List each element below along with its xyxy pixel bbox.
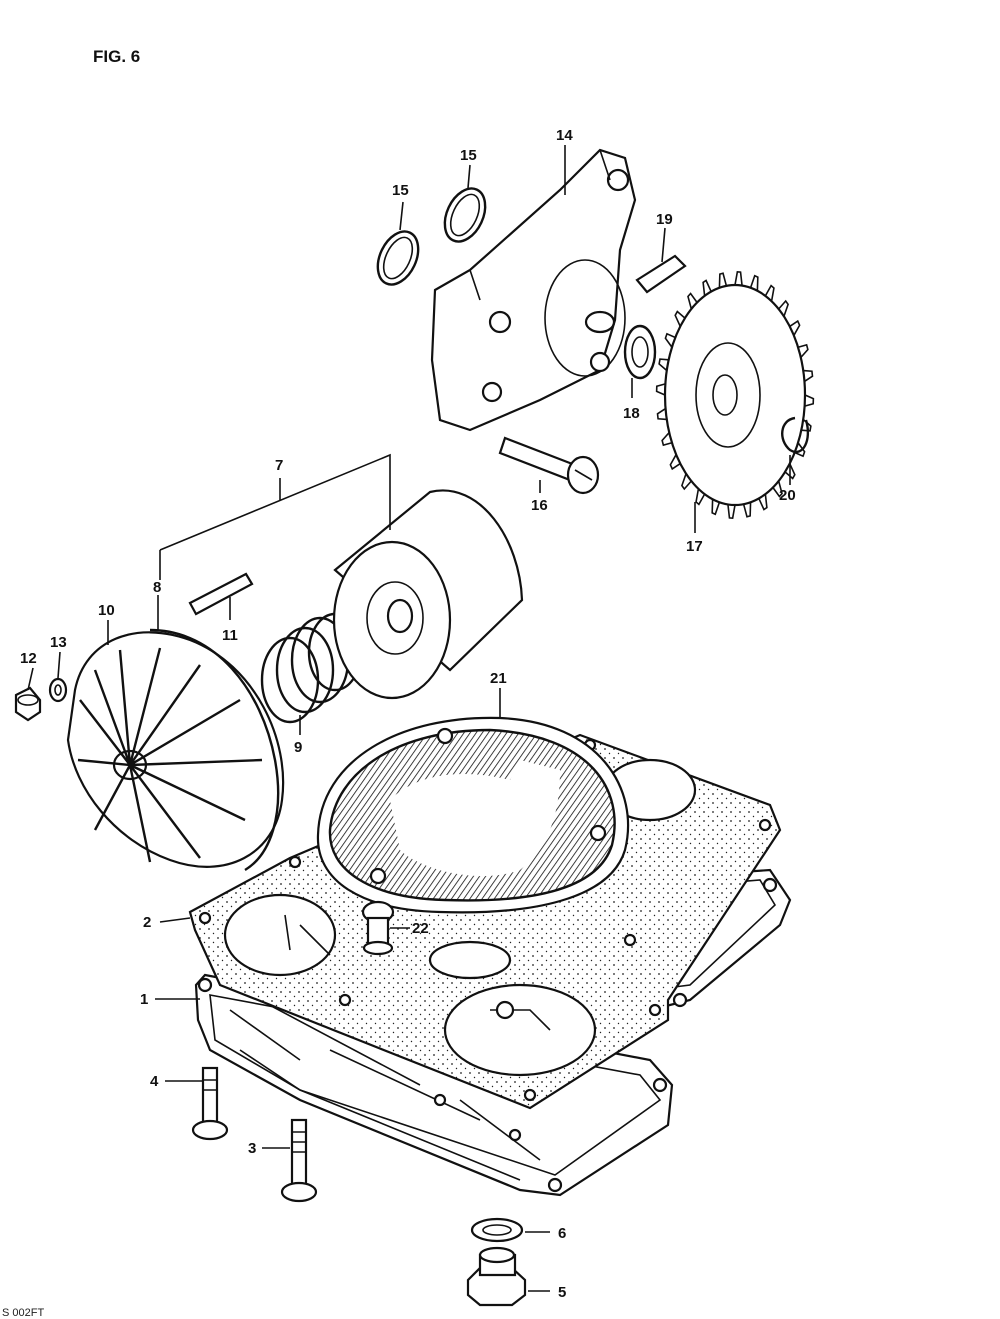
- callout-22: 22: [412, 920, 429, 937]
- gear-tooth: [758, 494, 768, 511]
- gear-tooth: [803, 369, 814, 383]
- washer-13: [48, 677, 68, 703]
- callout-13: 13: [50, 634, 67, 651]
- gear-tooth: [789, 319, 801, 336]
- washer-18: [623, 324, 657, 380]
- gear-tooth: [664, 332, 676, 348]
- callout-1: 1: [140, 991, 148, 1008]
- gear-tooth: [702, 279, 712, 296]
- gear-tooth: [749, 274, 759, 291]
- drain-plug: [466, 1246, 527, 1307]
- figure-title: FIG. 6: [93, 47, 140, 66]
- callout-6: 6: [558, 1225, 566, 1242]
- stud-bolt: [188, 572, 254, 616]
- gear-tooth: [804, 394, 815, 407]
- cap-nut: [14, 686, 42, 722]
- callout-17: 17: [686, 538, 703, 555]
- oil-pump-gear: [655, 271, 815, 519]
- oil-strainer: [316, 716, 630, 914]
- callout-labels: 1 2 3 4 5 6 7 8 9 10 11 12 13 14 15 15 1…: [20, 127, 796, 1301]
- gear-tooth: [794, 442, 806, 458]
- pan-bolt-3: [280, 1118, 318, 1203]
- gear-tooth: [658, 358, 669, 372]
- gear-tooth: [687, 292, 698, 310]
- pump-screw: [498, 436, 600, 495]
- gear-tooth: [655, 383, 666, 396]
- callout-8: 8: [153, 579, 161, 596]
- callout-15-right: 15: [460, 147, 477, 164]
- callout-11: 11: [222, 627, 238, 644]
- gear-tooth: [656, 407, 667, 421]
- gear-tooth: [778, 299, 789, 317]
- gear-tooth: [772, 480, 783, 498]
- bolt-22: [361, 900, 395, 956]
- pan-bolt-4: [191, 1066, 229, 1141]
- callout-3: 3: [248, 1140, 256, 1157]
- gear-tooth: [764, 284, 775, 302]
- pump-o-ring-right: [443, 187, 487, 243]
- oil-filter-cover: [66, 631, 285, 868]
- figure-footer: S 002FT: [2, 1307, 44, 1319]
- gear-tooth: [797, 343, 809, 359]
- gear-tooth: [784, 463, 796, 480]
- circlip: [781, 416, 810, 454]
- callout-4: 4: [150, 1073, 159, 1090]
- oil-pump-body: [430, 148, 637, 432]
- callout-14: 14: [556, 127, 573, 144]
- callout-21: 21: [490, 670, 507, 687]
- callout-15-left: 15: [392, 182, 409, 199]
- callout-18: 18: [623, 405, 640, 422]
- cover-o-ring: [149, 628, 280, 872]
- callout-9: 9: [294, 739, 302, 756]
- gear-tooth: [661, 431, 673, 447]
- callout-7: 7: [275, 457, 283, 474]
- callout-16: 16: [531, 497, 548, 514]
- dowel-pin: [635, 254, 687, 294]
- drain-plug-gasket: [470, 1217, 524, 1243]
- callout-10: 10: [98, 602, 115, 619]
- gear-tooth: [711, 499, 721, 516]
- gear-tooth: [742, 502, 752, 518]
- gear-tooth: [718, 272, 728, 288]
- oil-pan-gasket: [188, 733, 782, 1110]
- callout-2: 2: [143, 914, 151, 931]
- leader-lines: [27, 145, 791, 1292]
- gear-tooth: [727, 504, 736, 519]
- callout-12: 12: [20, 650, 37, 667]
- gear-tooth: [681, 473, 692, 491]
- gear-tooth: [674, 310, 686, 327]
- gear-tooth: [695, 488, 706, 506]
- callout-20: 20: [779, 487, 796, 504]
- pump-o-ring-left: [376, 230, 420, 286]
- oil-filter-element: [332, 489, 524, 700]
- callout-19: 19: [656, 211, 673, 228]
- gear-tooth: [669, 454, 681, 471]
- gear-tooth: [734, 271, 743, 286]
- callout-5: 5: [558, 1284, 566, 1301]
